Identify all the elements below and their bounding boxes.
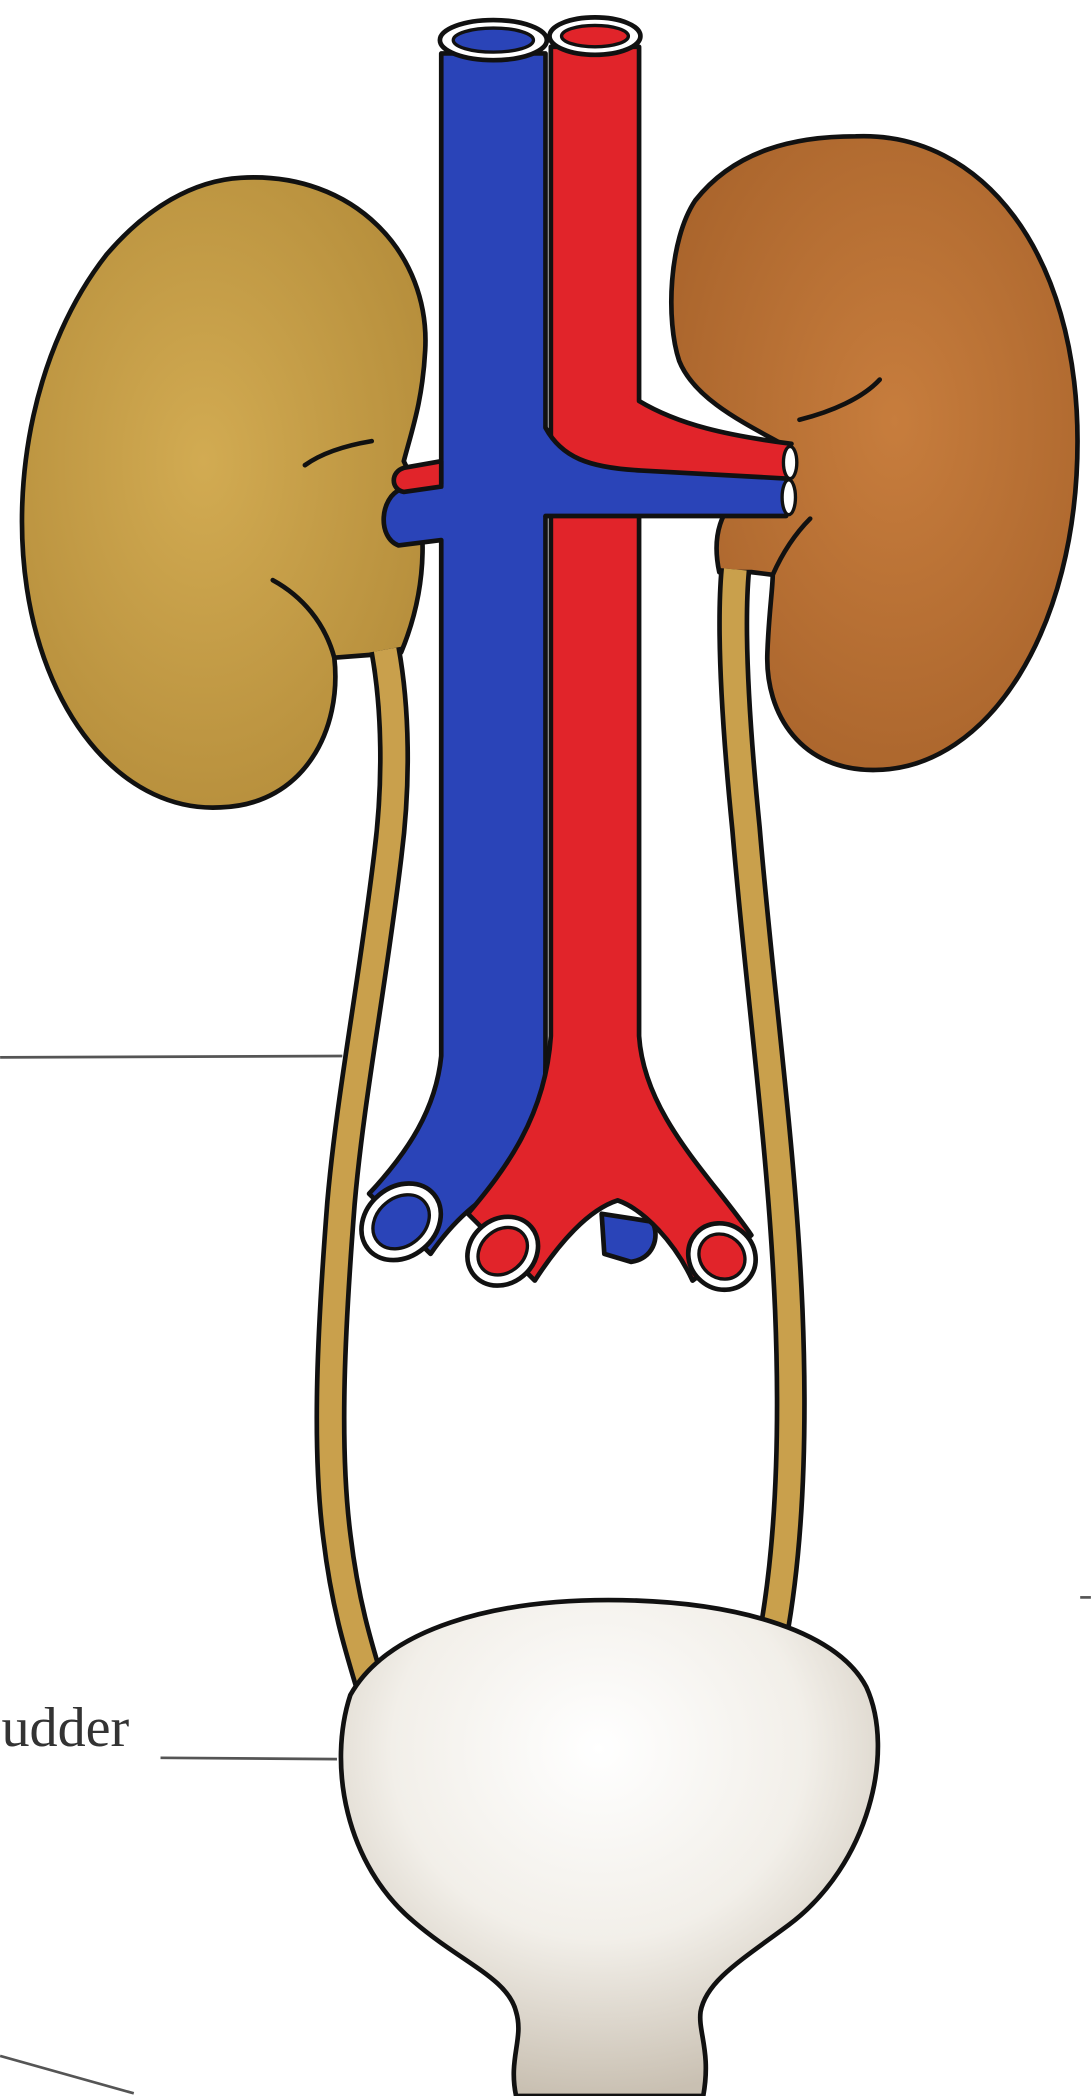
aorta-top-lumen xyxy=(562,25,629,46)
vena-cava-top-lumen xyxy=(453,28,533,52)
aorta-top-opening xyxy=(550,17,641,54)
bladder-label: udder xyxy=(1,1697,129,1759)
right-renal-artery-opening xyxy=(783,446,796,478)
vena-cava-top-opening xyxy=(440,20,547,60)
right-renal-vein-opening xyxy=(782,480,795,515)
bladder-label-line xyxy=(161,1758,337,1759)
ureter-label-line xyxy=(0,1056,342,1057)
